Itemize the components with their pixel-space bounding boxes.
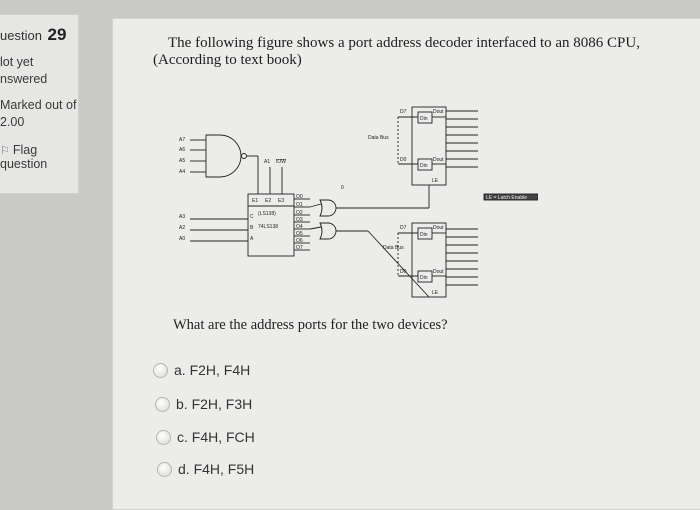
latch2-dout: Dout	[433, 225, 444, 231]
radio-a[interactable]	[153, 362, 168, 378]
answer-option-b[interactable]: b. F2H, F3H	[155, 396, 252, 412]
answer-a-label: a. F2H, F4H	[174, 362, 251, 378]
le-label: LE	[432, 178, 439, 184]
data-bus-label-2: Data Bus	[383, 245, 404, 251]
answer-option-c[interactable]: c. F4H, FCH	[156, 429, 255, 445]
addr-label-a7: A7	[179, 137, 185, 143]
out-o5: O5	[296, 231, 303, 237]
addr-label-a4: A4	[179, 169, 185, 175]
le-label-2: LE	[432, 290, 439, 296]
latch2-din2: Din	[420, 275, 428, 281]
answer-option-a[interactable]: a. F2H, F4H	[153, 362, 250, 378]
flag-label-2: question	[0, 157, 48, 171]
answer-c-label: c. F4H, FCH	[177, 429, 255, 445]
marked-label: Marked out of	[0, 98, 77, 112]
radio-b[interactable]	[155, 396, 170, 412]
question-info-panel: uestion 29 lot yet nswered Marked out of…	[0, 14, 79, 194]
flag-icon: ⚐	[0, 145, 10, 157]
question-line2: (According to text book)	[153, 52, 302, 68]
marked-value: 2.00	[0, 115, 25, 129]
pin-b: B	[250, 225, 254, 231]
out-o3: O3	[296, 217, 303, 223]
select-a2: A2	[179, 225, 185, 231]
iow-label: IOW	[276, 159, 286, 165]
latch1-din2: Din	[420, 163, 428, 169]
latch1-dout: Dout	[433, 109, 444, 115]
out-o4: O4	[296, 224, 303, 230]
radio-c[interactable]	[156, 429, 171, 445]
latch-enable-label: LE = Latch Enable	[486, 195, 527, 201]
pin-a: A	[250, 236, 254, 242]
out-o7: O7	[296, 245, 303, 251]
latch1-d7: D7	[400, 109, 407, 115]
decoder-ic-label: (LS138)	[258, 211, 276, 217]
pin-c: C	[250, 214, 254, 220]
latch1-dout2: Dout	[433, 157, 444, 163]
decoder-part-label: 74LS138	[258, 224, 278, 230]
zero-label: 0	[341, 185, 344, 191]
enable-e3: E3	[278, 198, 284, 204]
out-o6: O6	[296, 238, 303, 244]
a1-label: A1	[264, 159, 270, 165]
latch2-din: Din	[420, 232, 428, 238]
latch1-din: Din	[420, 116, 428, 122]
enable-e1: E1	[252, 198, 258, 204]
out-o0: O0	[296, 194, 303, 200]
radio-d[interactable]	[157, 461, 172, 477]
latch2-d7: D7	[400, 225, 407, 231]
question-content: The following figure shows a port addres…	[112, 18, 700, 510]
select-a3: A3	[179, 214, 185, 220]
enable-e2: E2	[265, 198, 271, 204]
status-line2: nswered	[0, 72, 48, 86]
latch2-dout2: Dout	[433, 269, 444, 275]
answer-b-label: b. F2H, F3H	[176, 396, 253, 412]
question-label: uestion 29	[0, 25, 66, 45]
latch2-d0: D0	[400, 269, 407, 275]
out-o2: O2	[296, 210, 303, 216]
top-address-labels: A7 A6 A5 A4	[179, 137, 185, 175]
out-o1: O1	[296, 202, 303, 208]
data-bus-label: Data Bus	[368, 135, 389, 141]
latch1-d0: D0	[400, 157, 407, 163]
question-number: 29	[47, 25, 67, 44]
question-label-text: uestion	[0, 28, 42, 43]
question-text: The following figure shows a port addres…	[153, 35, 683, 69]
flag-question-button[interactable]: ⚐Flag question	[0, 143, 47, 171]
select-a0: A0	[179, 236, 185, 242]
answer-d-label: d. F4H, F5H	[178, 461, 255, 477]
decoder-figure: A7 A6 A5 A4	[179, 106, 538, 298]
status-line1: lot yet	[0, 55, 34, 69]
addr-label-a6: A6	[179, 147, 185, 153]
answer-option-d[interactable]: d. F4H, F5H	[157, 461, 254, 477]
addr-label-a5: A5	[179, 158, 185, 164]
question-line1: The following figure shows a port addres…	[168, 35, 640, 51]
flag-label: Flag	[12, 143, 38, 157]
sub-question-text: What are the address ports for the two d…	[173, 317, 448, 333]
